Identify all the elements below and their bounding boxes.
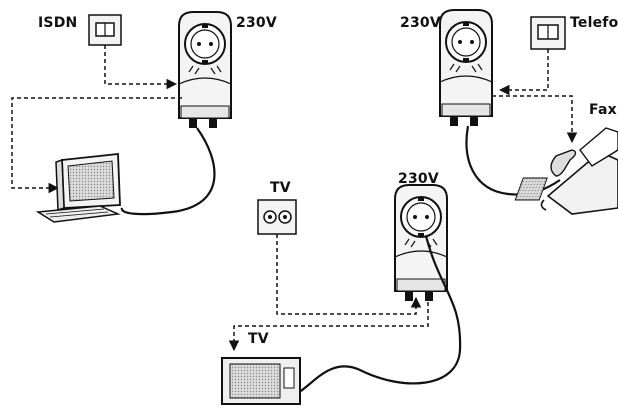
tv-set-label: TV (248, 331, 269, 347)
power-label-top-left: 230V (236, 15, 277, 31)
telefon-label: Telefo (570, 15, 618, 31)
isdn-socket-icon (88, 14, 122, 46)
power-adapter-icon (178, 11, 232, 129)
isdn-label: ISDN (38, 15, 78, 31)
power-adapter-icon (394, 184, 448, 302)
power-cable (295, 235, 462, 395)
phone-socket-icon (530, 16, 566, 50)
tv-antenna-socket-icon (257, 199, 297, 235)
power-label-top-right: 230V (400, 15, 441, 31)
tv-socket-label: TV (270, 180, 291, 196)
isdn-connection-line (104, 45, 178, 90)
television-icon (221, 357, 301, 405)
power-label-center: 230V (398, 171, 439, 187)
computer-connection-line (11, 97, 182, 194)
tv-antenna-connection-line (276, 234, 422, 315)
fax-machine-icon (514, 127, 618, 215)
fax-label: Fax (589, 102, 617, 118)
tv-set-connection-line (228, 302, 429, 352)
power-cable (120, 127, 216, 216)
phone-connection-line (498, 49, 549, 96)
computer-icon (35, 153, 121, 223)
power-adapter-icon (439, 9, 493, 127)
fax-connection-line (492, 95, 578, 144)
power-cable (465, 125, 561, 196)
